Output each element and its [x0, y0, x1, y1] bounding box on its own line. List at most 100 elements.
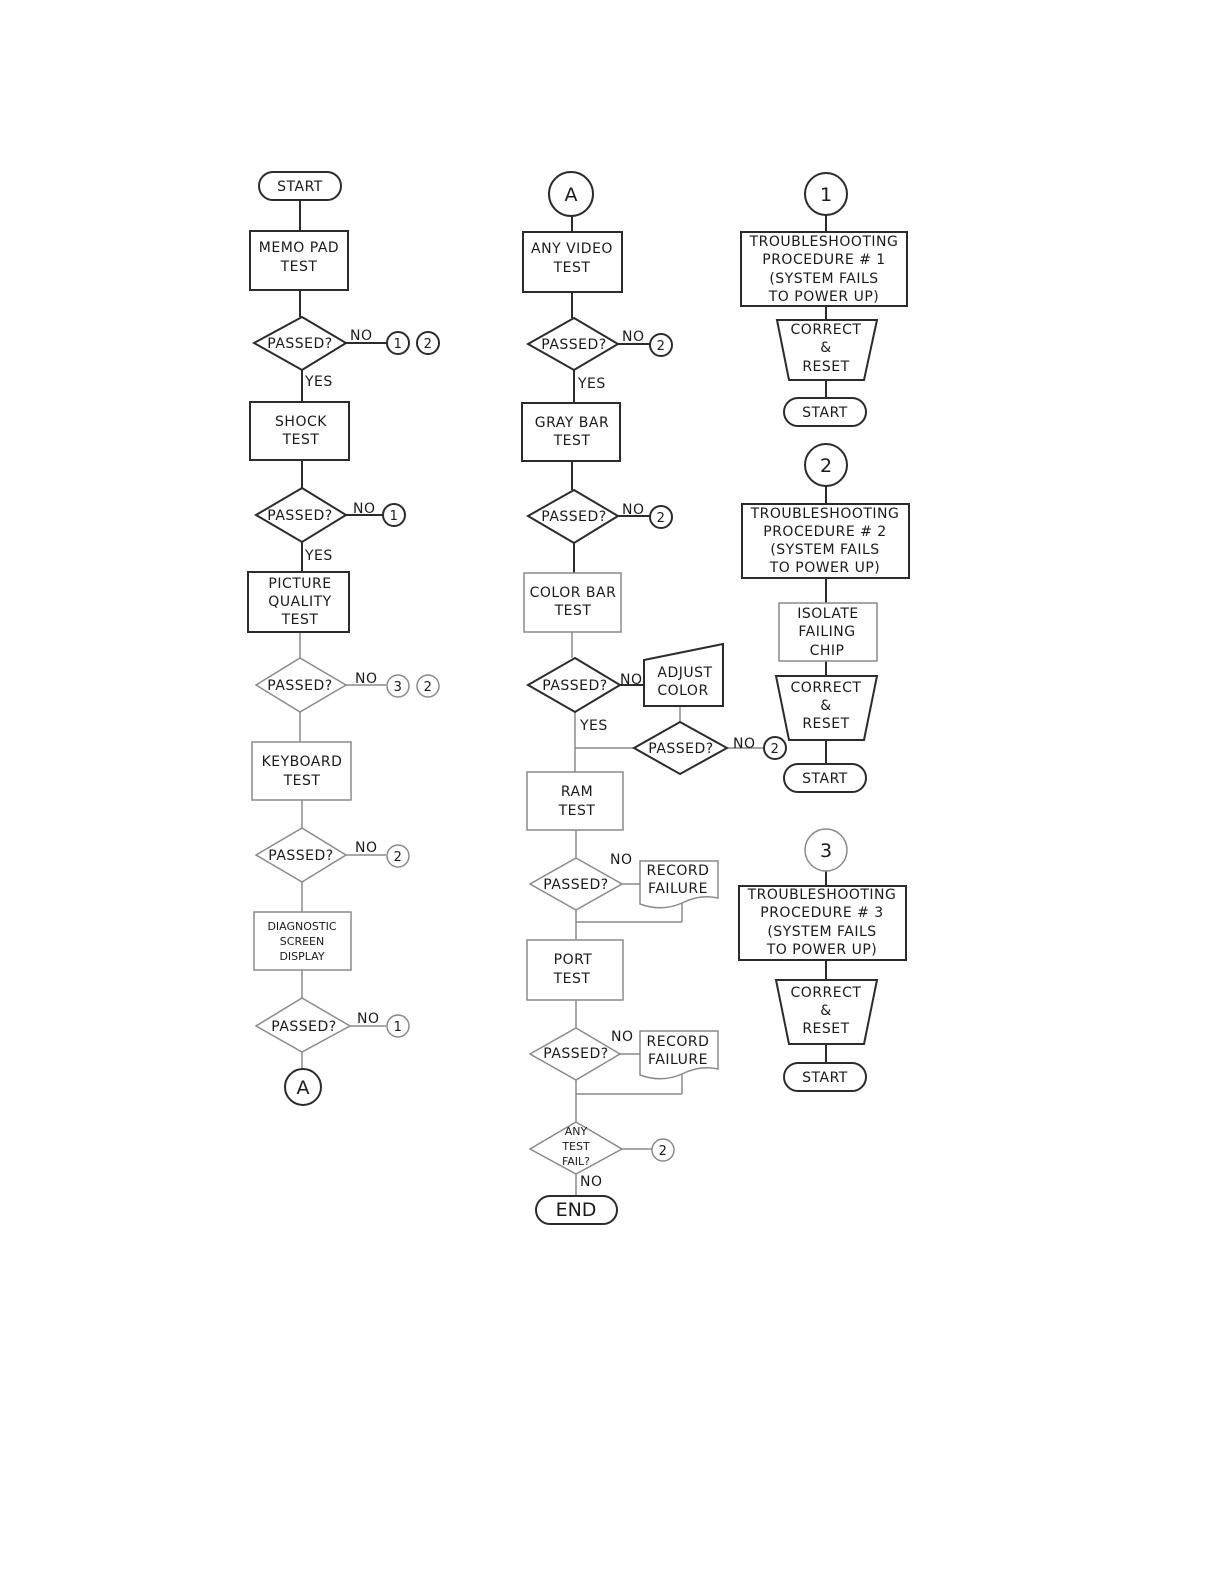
record-failure-port-line-1: RECORD — [647, 1034, 710, 1050]
connector-3-in: 3 — [804, 828, 848, 872]
procedure-1-line-2: PROCEDURE # 1 — [762, 252, 885, 268]
picture-quality-test-line-3: TEST — [281, 612, 319, 628]
connector-2-ref-memo-pad: 2 — [416, 331, 440, 355]
connector-2-ref-picture-quality-label: 2 — [424, 680, 433, 695]
connector-2-ref-gray-bar-label: 2 — [657, 511, 666, 526]
memo-pad-test-line-2: TEST — [280, 259, 318, 275]
decision-any-video-label: PASSED? — [541, 337, 606, 353]
diagnostic-line-2: SCREEN — [280, 935, 324, 948]
procedure-1-box: TROUBLESHOOTING PROCEDURE # 1 (SYSTEM FA… — [740, 231, 908, 307]
procedure-2-line-4: TO POWER UP) — [769, 560, 881, 576]
gray-bar-test-line-1: GRAY BAR — [535, 415, 609, 431]
correct-reset-3-line-2: & — [820, 1003, 831, 1019]
isolate-chip-line-2: FAILING — [798, 624, 855, 640]
procedure-2-line-3: (SYSTEM FAILS — [770, 542, 879, 558]
no-label-any-test-fail: NO — [580, 1174, 603, 1190]
connector-a-in-label: A — [565, 184, 578, 206]
start-terminal-2-label: START — [802, 771, 848, 787]
any-video-test-line-2: TEST — [553, 260, 591, 276]
record-failure-ram-line-2: FAILURE — [648, 881, 708, 897]
yes-label-shock: YES — [304, 548, 333, 564]
connector-3-ref-picture-quality: 3 — [386, 674, 410, 698]
connector-a-out-label: A — [297, 1077, 310, 1099]
decision-any-video: PASSED? — [525, 316, 620, 372]
picture-quality-test-box: PICTURE QUALITY TEST — [247, 571, 350, 633]
adjust-color-box: ADJUST COLOR — [643, 642, 724, 707]
decision-diagnostic-label: PASSED? — [271, 1019, 336, 1035]
procedure-1-line-4: TO POWER UP) — [768, 289, 880, 305]
end-label: END — [556, 1199, 597, 1221]
connector-2-ref-adjust-color: 2 — [763, 736, 787, 760]
correct-reset-2: CORRECT & RESET — [774, 675, 879, 741]
correct-reset-1-line-3: RESET — [802, 359, 849, 375]
correct-reset-2-line-2: & — [820, 698, 831, 714]
procedure-3-box: TROUBLESHOOTING PROCEDURE # 3 (SYSTEM FA… — [738, 885, 907, 961]
connector-a-in: A — [548, 171, 594, 217]
memo-pad-test-box: MEMO PAD TEST — [249, 230, 349, 291]
record-failure-ram-box: RECORD FAILURE — [639, 860, 719, 909]
decision-adjust-color-label: PASSED? — [648, 741, 713, 757]
decision-any-test-fail: ANY TEST FAIL? — [528, 1121, 624, 1175]
shock-test-line-1: SHOCK — [275, 414, 327, 430]
start-terminal-2: START — [783, 763, 867, 793]
connector-2-ref-any-video-label: 2 — [657, 339, 666, 354]
correct-reset-1-line-2: & — [820, 340, 831, 356]
connector-1-ref-memo-pad-label: 1 — [394, 337, 403, 352]
no-label-port: NO — [611, 1029, 634, 1045]
decision-adjust-color: PASSED? — [631, 720, 730, 776]
no-label-ram: NO — [610, 852, 633, 868]
yes-label-memo-pad: YES — [304, 374, 333, 390]
memo-pad-test-line-1: MEMO PAD — [259, 240, 339, 256]
decision-port: PASSED? — [528, 1027, 622, 1081]
decision-port-label: PASSED? — [543, 1046, 608, 1062]
start-terminal-3: START — [783, 1062, 867, 1092]
connector-1-ref-memo-pad: 1 — [386, 331, 410, 355]
no-label-color-bar: NO — [620, 672, 643, 688]
adjust-color-line-2: COLOR — [657, 683, 708, 699]
decision-color-bar-label: PASSED? — [542, 678, 607, 694]
decision-color-bar: PASSED? — [525, 656, 622, 714]
correct-reset-1: CORRECT & RESET — [775, 319, 879, 381]
isolate-chip-line-1: ISOLATE — [797, 606, 859, 622]
connector-2-ref-gray-bar: 2 — [649, 505, 673, 529]
correct-reset-3-line-1: CORRECT — [791, 985, 862, 1001]
gray-bar-test-line-2: TEST — [553, 433, 591, 449]
keyboard-test-line-1: KEYBOARD — [262, 754, 343, 770]
no-label-diagnostic: NO — [357, 1011, 380, 1027]
picture-quality-test-line-1: PICTURE — [268, 576, 331, 592]
procedure-3-line-3: (SYSTEM FAILS — [767, 924, 876, 940]
diagnostic-line-3: DISPLAY — [279, 950, 324, 963]
connector-2-ref-picture-quality: 2 — [416, 674, 440, 698]
correct-reset-1-line-1: CORRECT — [791, 322, 862, 338]
decision-diagnostic: PASSED? — [254, 997, 352, 1053]
port-test-line-1: PORT — [554, 952, 593, 968]
procedure-2-line-2: PROCEDURE # 2 — [763, 524, 886, 540]
color-bar-test-line-2: TEST — [554, 603, 592, 619]
port-test-line-2: TEST — [553, 971, 591, 987]
connector-2-ref-any-video: 2 — [649, 333, 673, 357]
column-troubleshooting-procedures: 1 TROUBLESHOOTING PROCEDURE # 1 (SYSTEM … — [738, 172, 910, 1092]
decision-ram: PASSED? — [528, 857, 624, 911]
no-label-keyboard: NO — [355, 840, 378, 856]
decision-keyboard-label: PASSED? — [268, 848, 333, 864]
procedure-2-line-1: TROUBLESHOOTING — [750, 506, 900, 522]
ram-test-line-2: TEST — [558, 803, 596, 819]
any-video-test-line-1: ANY VIDEO — [531, 241, 613, 257]
connector-1-ref-shock: 1 — [382, 503, 406, 527]
connector-2-ref-keyboard: 2 — [386, 844, 410, 868]
end-terminal: END — [535, 1195, 618, 1225]
connector-3-ref-picture-quality-label: 3 — [394, 680, 403, 695]
yes-label-any-video: YES — [577, 376, 606, 392]
any-test-fail-line-2: TEST — [561, 1140, 590, 1153]
decision-shock: PASSED? — [254, 486, 348, 544]
ram-test-box: RAM TEST — [526, 771, 624, 831]
decision-ram-label: PASSED? — [543, 877, 608, 893]
any-test-fail-line-3: FAIL? — [562, 1155, 590, 1168]
start-terminal: START — [258, 171, 342, 201]
adjust-color-line-1: ADJUST — [657, 665, 712, 681]
no-label-adjust-color: NO — [733, 736, 756, 752]
procedure-3-line-2: PROCEDURE # 3 — [760, 905, 883, 921]
no-label-any-video: NO — [622, 329, 645, 345]
any-video-test-box: ANY VIDEO TEST — [522, 231, 623, 293]
any-test-fail-line-1: ANY — [565, 1125, 588, 1138]
